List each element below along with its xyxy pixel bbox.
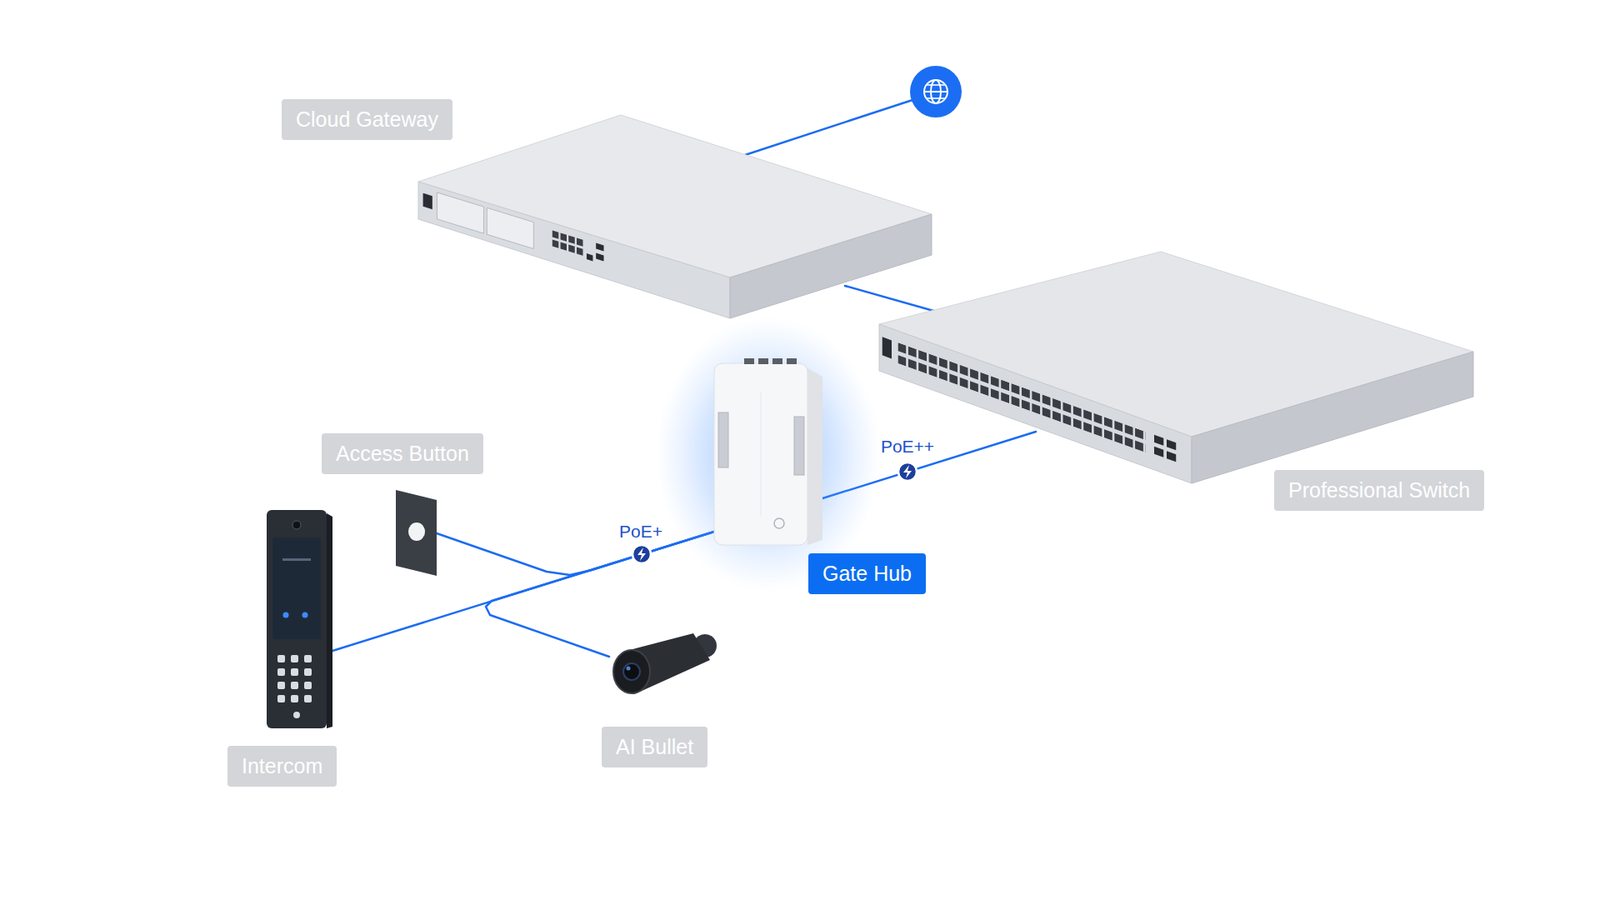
hub-port xyxy=(786,358,797,365)
hub-port xyxy=(758,358,769,365)
port xyxy=(552,239,559,248)
port xyxy=(586,253,593,261)
hub-port xyxy=(744,358,755,365)
port xyxy=(568,244,575,253)
switch-side xyxy=(1191,351,1474,484)
device-label: Professional Switch xyxy=(1274,470,1485,511)
hub-glow xyxy=(655,316,881,592)
edge-label: PoE++ xyxy=(880,436,935,457)
internet-line xyxy=(745,100,913,155)
terminal-block xyxy=(794,416,805,475)
drive-bay xyxy=(486,207,534,249)
switch-front xyxy=(879,324,1192,484)
button-cap xyxy=(408,522,425,541)
screen-line xyxy=(282,558,311,561)
globe-latitude xyxy=(926,97,945,100)
device-label: Gate Hub xyxy=(808,553,926,595)
port-block xyxy=(898,342,1146,453)
port xyxy=(576,246,583,255)
device-node: AI Bullet xyxy=(609,637,715,706)
intercom-body xyxy=(266,510,327,729)
intercom-camera xyxy=(292,520,301,530)
port xyxy=(560,232,567,241)
globe-outline xyxy=(924,80,948,104)
bolt-icon xyxy=(637,547,646,561)
screen-icon xyxy=(302,612,309,619)
button-plate xyxy=(395,490,437,576)
lens-highlight xyxy=(626,666,631,671)
gateway-side xyxy=(730,214,932,319)
console-port xyxy=(882,336,892,359)
gateway-front xyxy=(418,181,730,319)
bolt-icon xyxy=(903,465,912,479)
sfp-port xyxy=(1166,439,1176,450)
intercom-side xyxy=(326,513,333,729)
hub-seam xyxy=(760,391,762,517)
edge-label: PoE+ xyxy=(619,521,663,542)
globe-latitude xyxy=(926,84,945,86)
camera-face xyxy=(613,650,650,694)
terminal-block xyxy=(718,412,729,468)
sfp-port xyxy=(595,243,604,252)
globe-badge xyxy=(910,65,962,118)
device-node: Professional Switch xyxy=(879,316,1474,432)
device-node: Gate Hub xyxy=(714,357,823,546)
camera-lens xyxy=(623,663,640,680)
device-label: Intercom xyxy=(227,745,337,787)
device-node: Cloud Gateway xyxy=(418,179,932,286)
sfp-port xyxy=(1154,435,1164,446)
intercom-screen xyxy=(272,537,321,640)
hub-port xyxy=(772,358,783,365)
hub-side xyxy=(807,368,823,545)
device-node: Access Button xyxy=(395,483,437,576)
network-cable xyxy=(436,531,715,575)
power-button xyxy=(423,193,433,210)
hub-front xyxy=(714,363,808,545)
device-label: Access Button xyxy=(321,433,484,475)
port xyxy=(560,241,567,250)
device-label: Cloud Gateway xyxy=(281,99,453,140)
port xyxy=(552,230,559,239)
power-badge xyxy=(632,545,651,564)
intercom-key xyxy=(293,711,300,719)
power-badge xyxy=(898,462,917,481)
screen-icon xyxy=(283,612,290,619)
drive-bay xyxy=(436,192,484,234)
gateway-panel xyxy=(423,188,605,271)
keypad xyxy=(277,655,312,703)
device-label: AI Bullet xyxy=(601,726,708,768)
device-node: Intercom xyxy=(266,509,333,730)
globe-equator xyxy=(924,90,948,93)
port xyxy=(568,235,575,244)
sfp-port xyxy=(595,253,604,262)
hub-logo xyxy=(774,518,785,529)
port xyxy=(576,237,583,246)
sfp-port xyxy=(1154,446,1164,458)
sfp-port xyxy=(1166,450,1176,462)
